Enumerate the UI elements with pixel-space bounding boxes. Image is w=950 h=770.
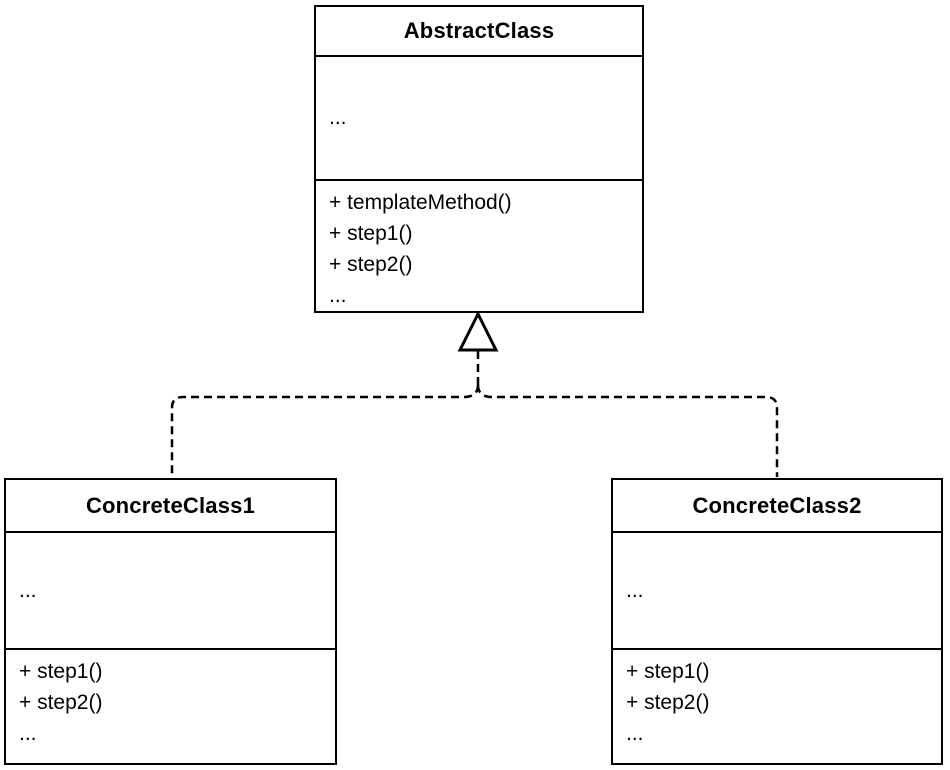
class-attributes-section: ... <box>316 57 642 181</box>
class-operations-section: + step1() + step2() ... <box>6 650 335 763</box>
operation: + templateMethod() <box>329 191 512 214</box>
operation: + step1() <box>19 660 103 683</box>
hollow-triangle-arrowhead-icon <box>457 310 499 352</box>
operation: + step2() <box>19 691 103 714</box>
class-operations-section: + step1() + step2() ... <box>613 650 941 763</box>
class-box-abstractclass: AbstractClass ... + templateMethod() + s… <box>314 5 644 313</box>
operation: + step1() <box>626 660 710 683</box>
class-attributes-section: ... <box>6 533 335 650</box>
class-name: ConcreteClass1 <box>6 480 335 533</box>
inheritance-edge-concreteclass2 <box>476 384 779 477</box>
operation: + step2() <box>626 691 710 714</box>
operation: + step2() <box>329 253 413 276</box>
inheritance-edge-concreteclass1 <box>170 384 480 477</box>
class-attributes-section: ... <box>613 533 941 650</box>
attributes-ellipsis: ... <box>626 578 644 602</box>
operations-ellipsis: ... <box>626 722 644 745</box>
class-box-concreteclass1: ConcreteClass1 ... + step1() + step2() .… <box>4 478 337 765</box>
operations-ellipsis: ... <box>19 722 37 745</box>
class-name: ConcreteClass2 <box>613 480 941 533</box>
class-name: AbstractClass <box>316 7 642 58</box>
attributes-ellipsis: ... <box>19 578 37 602</box>
operation: + step1() <box>329 222 413 245</box>
class-operations-section: + templateMethod() + step1() + step2() .… <box>316 181 642 311</box>
operations-ellipsis: ... <box>329 284 347 307</box>
attributes-ellipsis: ... <box>329 106 347 130</box>
class-box-concreteclass2: ConcreteClass2 ... + step1() + step2() .… <box>611 478 943 765</box>
